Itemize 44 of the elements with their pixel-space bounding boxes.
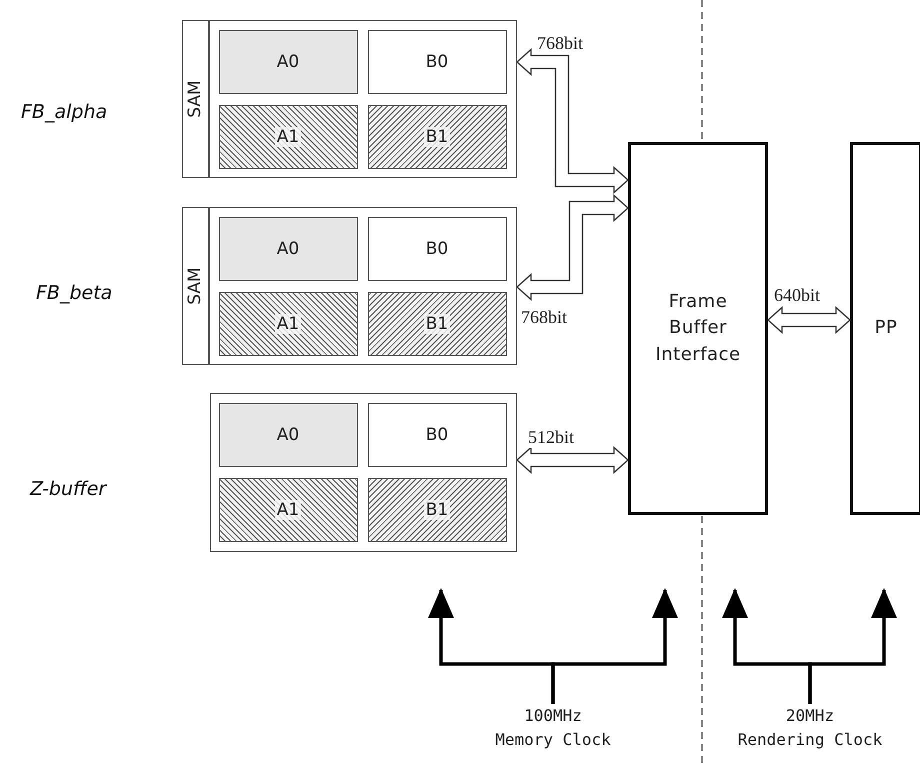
bank-label: B1 [424, 500, 450, 520]
memory-bank [368, 292, 506, 356]
bus-arrow [516, 48, 629, 194]
sam-label: SAM [184, 80, 204, 118]
bank-label: A1 [274, 500, 302, 520]
memory-bank [368, 402, 506, 466]
bus-arrow [516, 446, 629, 474]
bank-label: A0 [276, 238, 300, 258]
bank-label: A1 [274, 126, 302, 146]
clock-name: Rendering Clock [738, 729, 882, 751]
bank-label: A0 [276, 52, 300, 72]
memory-bank [368, 30, 506, 94]
box-label: PP [874, 316, 898, 340]
clock-frequency: 20MHz [786, 705, 834, 727]
clock-frequency: 100MHz [524, 705, 582, 727]
process-box [850, 142, 920, 515]
memory-bank [218, 402, 358, 466]
memory-name: FB_alpha [21, 101, 108, 123]
memory-bank [368, 216, 506, 280]
memory-bank [218, 478, 358, 542]
box-label: Frame Buffer Interface [654, 290, 742, 367]
process-box [628, 142, 768, 515]
memory-bank [218, 30, 358, 94]
memory-block [210, 393, 517, 552]
memory-bank [368, 104, 506, 168]
memory-bank [218, 216, 358, 280]
memory-bank [368, 478, 506, 542]
bus-arrow [767, 306, 851, 334]
bank-label: B0 [424, 424, 450, 444]
clock-arrow [551, 588, 678, 704]
bank-label: A0 [276, 424, 300, 444]
bank-label: B1 [424, 314, 450, 334]
bank-label: B1 [424, 126, 450, 146]
bank-label: B0 [424, 238, 450, 258]
memory-bank [218, 292, 358, 356]
memory-name: Z-buffer [30, 478, 106, 500]
bank-label: B0 [424, 52, 450, 72]
clock-arrow [808, 588, 897, 704]
clock-name: Memory Clock [495, 729, 611, 751]
bus-arrow [516, 194, 629, 301]
memory-bank [218, 104, 358, 168]
memory-name: FB_beta [36, 282, 112, 304]
bank-label: A1 [274, 314, 302, 334]
sam-label: SAM [184, 266, 204, 304]
